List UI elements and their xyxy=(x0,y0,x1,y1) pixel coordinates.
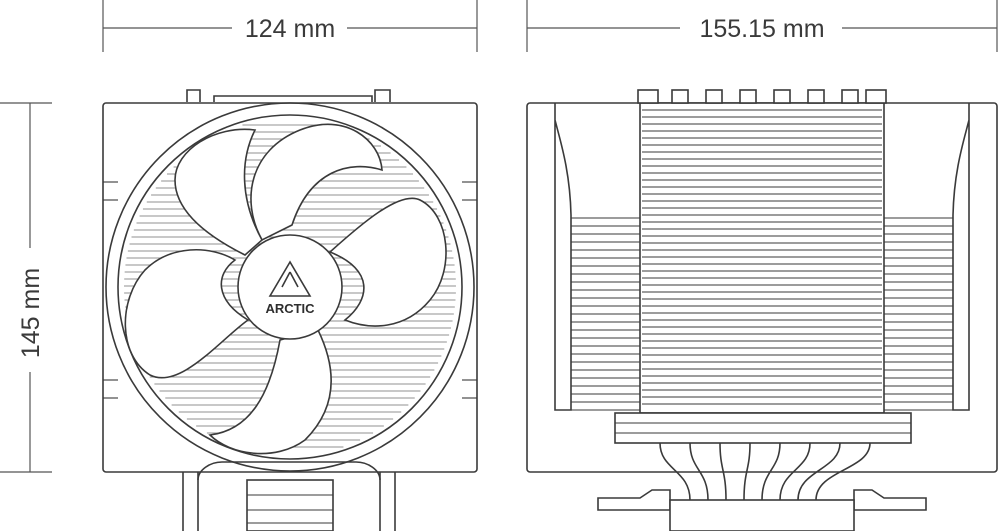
dimension-front-width: 124 mm xyxy=(102,0,478,52)
heatpipe xyxy=(779,442,811,501)
side-fan-body xyxy=(639,102,885,414)
heatpipe-cap xyxy=(671,89,689,104)
side-clip-left xyxy=(554,103,572,411)
fan-inner-ring xyxy=(117,114,463,460)
side-heatpipe-caps xyxy=(671,89,859,104)
heatpipe xyxy=(797,442,841,501)
heatpipe-cap xyxy=(807,89,825,104)
front-fin-stack-left xyxy=(103,181,118,399)
heatpipe-cap xyxy=(773,89,791,104)
dimension-side-depth: 155.15 mm xyxy=(526,0,998,52)
heatpipe-cap xyxy=(841,89,859,104)
height-label: 145 mm xyxy=(17,268,45,358)
fan-blade-5 xyxy=(174,128,264,256)
side-mount-foot-left xyxy=(597,489,671,511)
heatpipe xyxy=(815,442,871,501)
front-width-label: 124 mm xyxy=(245,15,335,43)
heatpipe xyxy=(659,442,691,501)
side-view xyxy=(526,89,998,531)
heatpipe-cap xyxy=(705,89,723,104)
dimension-height: 145 mm xyxy=(0,102,52,473)
side-fan-slats xyxy=(642,109,882,405)
fan-hub-logo-text: ARCTIC xyxy=(265,301,315,316)
side-depth-label: 155.15 mm xyxy=(699,15,824,43)
fan-blade-2 xyxy=(328,197,447,327)
heatpipe xyxy=(689,442,709,501)
fan-blade-1 xyxy=(250,123,383,242)
heatpipe xyxy=(743,442,751,501)
side-heatpipes-bottom xyxy=(659,442,871,501)
side-base-block xyxy=(614,412,912,444)
front-fin-stack-right xyxy=(462,181,477,399)
heatpipe-cap xyxy=(739,89,757,104)
side-mount-foot-right xyxy=(853,489,927,511)
heatpipe xyxy=(761,442,781,501)
fan-blades xyxy=(124,123,447,455)
fan-outer-ring xyxy=(105,102,475,472)
fan-blade-4 xyxy=(124,248,250,379)
fan-blade-3 xyxy=(208,329,332,455)
front-mounting-base xyxy=(182,461,396,531)
side-clip-right xyxy=(952,103,970,411)
fan-hub xyxy=(237,234,343,340)
arctic-triangle-logo-icon xyxy=(268,260,312,297)
heatpipe xyxy=(719,442,727,501)
front-view: ARCTIC xyxy=(102,89,478,531)
